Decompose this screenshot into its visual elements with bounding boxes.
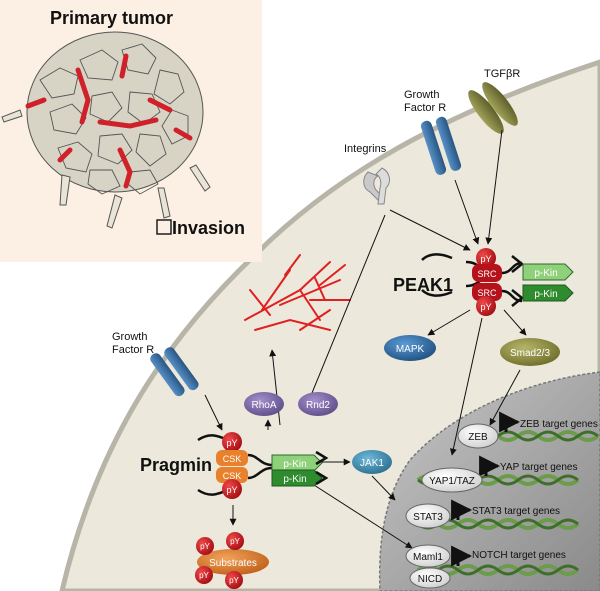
peak1-complex: [421, 248, 574, 316]
pathway-arrows: [204, 129, 527, 549]
actin-filaments: [244, 254, 351, 331]
growth-factor-r-top-label-1: Growth: [404, 89, 439, 101]
peak1-src-top: SRC: [477, 269, 497, 279]
target-yap: YAP target genes: [500, 462, 577, 473]
growth-factor-r-left-label-2: Factor R: [112, 344, 154, 356]
tss-arrows: [451, 411, 521, 567]
target-zeb: ZEB target genes: [520, 419, 598, 430]
growth-factor-receptor-top: [420, 116, 462, 175]
substrates-node: [195, 532, 269, 589]
substrate-py-2: pY: [230, 537, 240, 546]
integrins-receptor: [363, 167, 390, 205]
target-stat3: STAT3 target genes: [472, 506, 560, 517]
factor-yap1-taz: YAP1/TAZ: [429, 476, 475, 487]
nucleus: [378, 371, 600, 591]
peak1-label: PEAK1: [393, 275, 453, 295]
pragmin-py-top: pY: [226, 438, 237, 448]
pragmin-py-bottom: pY: [226, 485, 237, 495]
factor-zeb: ZEB: [468, 432, 488, 443]
mapk-label: MAPK: [396, 344, 425, 355]
pragmin-csk-top: CSK: [223, 454, 242, 464]
invasion-label: Invasion: [172, 218, 245, 238]
pragmin-csk-bottom: CSK: [223, 471, 242, 481]
tumor-mass: [25, 31, 204, 195]
pragmin-label: Pragmin: [140, 455, 212, 475]
factor-nicd: NICD: [418, 574, 442, 585]
factor-maml1: Maml1: [413, 552, 443, 563]
tgfbr-receptor: [468, 82, 518, 134]
rnd2-label: Rnd2: [306, 400, 330, 411]
pragmin-pkin-top: p-Kin: [283, 459, 306, 470]
primary-tumor-inset: Primary tumor: [0, 0, 262, 262]
substrate-py-1: pY: [200, 542, 210, 551]
target-notch: NOTCH target genes: [472, 550, 566, 561]
growth-factor-r-top-label-2: Factor R: [404, 102, 446, 114]
rnd2-node: [298, 392, 338, 416]
peak1-src-bottom: SRC: [477, 288, 497, 298]
substrates-label: Substrates: [209, 558, 257, 569]
factor-stat3: STAT3: [413, 512, 443, 523]
tgfbr-label: TGFβR: [484, 68, 520, 80]
inset-title: Primary tumor: [50, 8, 173, 28]
rhoa-node: [244, 392, 284, 416]
peak1-pkin-top: p-Kin: [534, 268, 557, 279]
smad-node: [500, 338, 560, 366]
invasion-box: [156, 219, 172, 235]
integrins-label: Integrins: [344, 143, 387, 155]
growth-factor-receptor-left: [150, 347, 199, 397]
nuclear-factor-shapes: [405, 423, 499, 589]
rhoa-label: RhoA: [251, 400, 276, 411]
invading-cells: [1, 109, 211, 229]
substrate-py-4: pY: [229, 576, 239, 585]
peak1-py-top: pY: [480, 254, 491, 264]
jak1-label: JAK1: [360, 458, 384, 469]
pragmin-complex: [197, 432, 329, 499]
growth-factor-r-left-label-1: Growth: [112, 331, 147, 343]
jak1-node: [352, 450, 392, 474]
pragmin-pkin-bottom: p-Kin: [283, 474, 306, 485]
peak1-pkin-bottom: p-Kin: [534, 289, 557, 300]
peak1-py-bottom: pY: [480, 302, 491, 312]
mapk-node: [384, 335, 436, 361]
smad-label: Smad2/3: [510, 348, 550, 359]
substrate-py-3: pY: [199, 571, 209, 580]
